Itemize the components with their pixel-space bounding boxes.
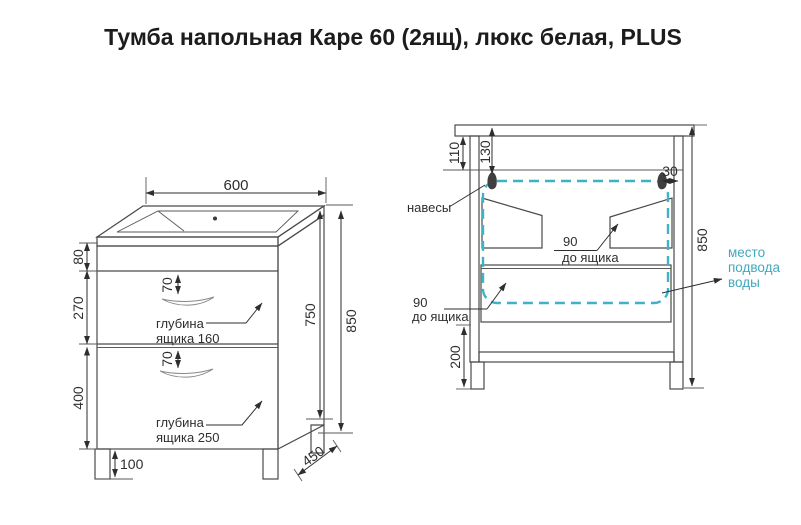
dim-450-label: 450 — [299, 443, 327, 470]
countertop-front-edge — [96, 236, 279, 247]
front-view-drawing: 600 80 270 400 100 70 — [70, 177, 359, 482]
countertop-side-edge — [277, 204, 325, 248]
drawer2-depth-line2: ящика 250 — [156, 430, 220, 445]
back-view-drawing: 110 130 30 200 850 навесы — [407, 124, 781, 390]
dim-850-front-label: 850 — [343, 309, 359, 333]
dim-200-label: 200 — [447, 345, 463, 369]
dim-drawer1-270: 270 — [70, 270, 98, 345]
dim-750-label: 750 — [302, 303, 318, 327]
hangers-note: навесы — [407, 184, 486, 215]
dim-270-label: 270 — [70, 296, 86, 320]
dim-hanger-drop-130: 130 — [477, 127, 495, 175]
sink-basin-rim — [116, 210, 300, 233]
page-title: Тумба напольная Каре 60 (2ящ), люкс бела… — [104, 24, 682, 50]
dim-handle-70-bottom: 70 — [159, 350, 181, 369]
upper-gap-value: 90 — [563, 234, 577, 249]
dim-body-750: 750 — [302, 210, 333, 420]
dim-70a-label: 70 — [159, 277, 175, 293]
lower-drawer-back-panel — [480, 264, 672, 323]
hangers-leader — [448, 184, 486, 208]
drawer2-depth-leader — [206, 400, 263, 426]
countertop-back-edge — [454, 124, 695, 137]
front-left-leg — [94, 448, 111, 480]
water-supply-line3: воды — [728, 275, 760, 290]
drawer1-depth-line1: глубина — [156, 316, 205, 331]
dim-leg-100: 100 — [112, 450, 144, 478]
dim-hanger-inset-30: 30 — [661, 163, 679, 184]
water-supply-note: место подвода воды — [661, 245, 781, 294]
upper-drawer-back-right — [609, 197, 673, 249]
drawer1-depth-line2: ящика 160 — [156, 331, 220, 346]
dim-bottom-gap-200: 200 — [447, 324, 471, 390]
dim-top-rail-110: 110 — [446, 136, 466, 171]
dim-70b-label: 70 — [159, 351, 175, 367]
drawer1-depth-leader — [206, 302, 263, 324]
front-right-leg — [262, 448, 279, 480]
dim-850-back-label: 850 — [694, 228, 710, 252]
drawer2-depth-note: глубина ящика 250 — [156, 400, 263, 445]
upper-gap-caption: до ящика — [562, 250, 619, 265]
upper-drawer-back-left — [481, 197, 543, 249]
bottom-crossbar — [478, 351, 675, 363]
dim-drawer2-400: 400 — [70, 346, 98, 450]
sink-basin-slope-line — [157, 210, 185, 232]
dim-handle-70-top: 70 — [159, 274, 181, 295]
dim-30-label: 30 — [662, 163, 678, 179]
dim-total-850-back: 850 — [684, 126, 710, 389]
hanger-bracket-left-icon — [487, 172, 497, 190]
dim-top-section-80: 80 — [70, 242, 98, 272]
lower-drawer-gap-note: 90 до ящика — [412, 282, 507, 324]
drawer2-handle-icon — [159, 368, 214, 378]
upper-drawer-gap-note: 90 до ящика — [554, 223, 619, 265]
water-supply-leader — [661, 277, 723, 294]
faucet-hole-dot — [213, 216, 217, 221]
back-view-left-leg — [470, 361, 485, 390]
hangers-label: навесы — [407, 200, 451, 215]
dim-110-label: 110 — [446, 142, 462, 165]
cabinet-side-panel — [277, 213, 325, 450]
dim-400-label: 400 — [70, 386, 86, 410]
dim-600-label: 600 — [223, 177, 248, 194]
dim-100-label: 100 — [120, 456, 144, 472]
back-view-right-leg — [669, 361, 684, 390]
dim-80-label: 80 — [70, 249, 86, 265]
drawer1-handle-icon — [161, 296, 215, 306]
dim-total-850-front: 850 — [318, 204, 359, 434]
dim-width-600: 600 — [145, 177, 327, 204]
drawer1-depth-note: глубина ящика 160 — [156, 302, 263, 346]
dim-depth-450: 450 — [293, 439, 342, 482]
water-supply-zone-outline — [481, 179, 670, 305]
water-supply-line1: место — [728, 245, 765, 260]
drawer2-depth-line1: глубина — [156, 415, 205, 430]
dim-130-label: 130 — [477, 140, 493, 164]
lower-gap-value: 90 — [413, 295, 427, 310]
water-supply-line2: подвода — [728, 260, 781, 275]
lower-gap-caption: до ящика — [412, 309, 469, 324]
